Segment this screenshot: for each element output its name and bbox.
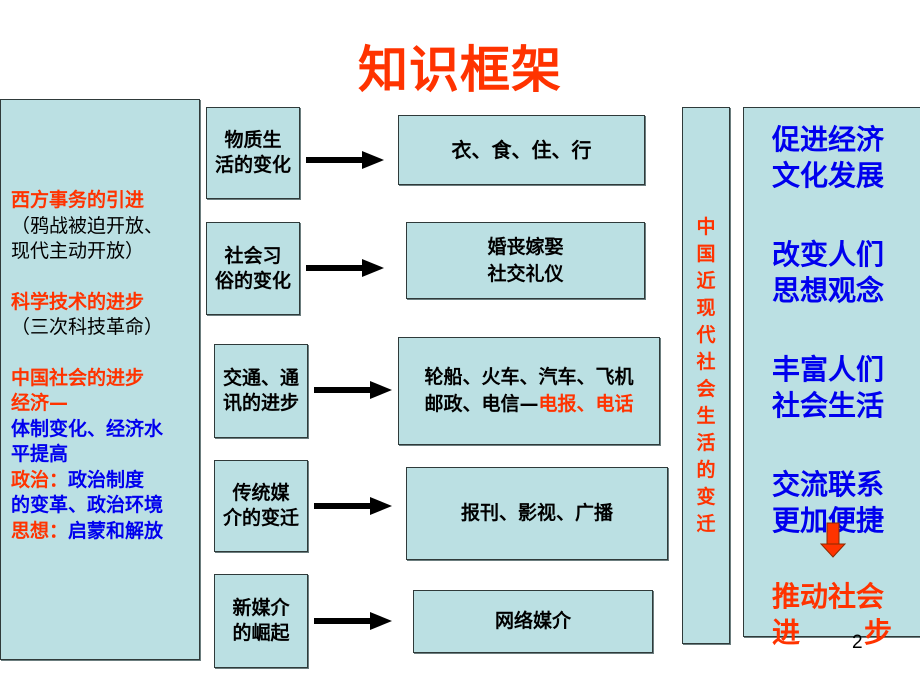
arrow-right-icon [314, 612, 392, 630]
arrow-right-icon [314, 497, 392, 515]
result-box-marriage-etiquette: 婚丧嫁娶社交礼仪 [406, 222, 645, 299]
effect-economy-culture: 促进经济文化发展 [772, 123, 885, 192]
result-box-internet-media: 网络媒介 [413, 590, 653, 653]
arrow-down-icon [820, 522, 846, 558]
topic-box-traditional-media: 传统媒介的变迁 [214, 460, 308, 552]
politics-label: 政治： [11, 468, 69, 491]
economy-detail-2: 平提高 [11, 443, 69, 465]
thought-label: 思想： [11, 519, 69, 542]
topic-box-social-customs: 社会习俗的变化 [206, 222, 300, 315]
cause-western-detail-2: 现代主动开放） [11, 240, 145, 262]
thought-detail: 启蒙和解放 [68, 519, 164, 542]
cause-western-heading: 西方事务的引进 [11, 189, 145, 211]
cause-tech-detail: （三次科技革命） [11, 316, 164, 338]
politics-detail-1: 政治制度 [68, 468, 145, 491]
topic-box-material-life: 物质生活的变化 [206, 107, 300, 199]
topic-box-transport-comm: 交通、通讯的进步 [214, 344, 308, 438]
right-panel-effects: 促进经济文化发展 改变人们思想观念 丰富人们社会生活 交流联系更加便捷 推动社会… [743, 107, 920, 649]
result-box-vehicles-telecom: 轮船、火车、汽车、飞机 邮政、电信—电报、电话 [398, 337, 660, 445]
economy-label: 经济— [11, 392, 69, 414]
cause-china-heading: 中国社会的进步 [11, 366, 145, 389]
result-box-press-film-radio: 报刊、影视、广播 [406, 467, 668, 560]
page-number: 2 [852, 632, 863, 653]
arrow-right-icon [306, 259, 384, 277]
page-title: 知识框架 [358, 41, 562, 99]
result-box-clothing-food-housing-travel: 衣、食、住、行 [398, 115, 645, 185]
economy-detail-1: 体制变化、经济水 [11, 417, 164, 440]
effect-social-life: 丰富人们社会生活 [772, 353, 885, 422]
conclusion-social-progress: 推动社会 进步 [772, 580, 892, 649]
effect-communication: 交流联系更加便捷 [772, 468, 885, 537]
vertical-label-modern-social-life-changes: 中国近 现代社 会生活 的变迁 [682, 107, 730, 644]
politics-detail-2: 的变革、政治环境 [11, 494, 164, 516]
arrow-right-icon [306, 151, 384, 169]
arrow-right-icon [314, 381, 392, 399]
topic-box-new-media: 新媒介的崛起 [214, 574, 308, 668]
cause-tech-heading: 科学技术的进步 [11, 290, 145, 313]
left-panel-causes: 西方事务的引进 （鸦战被迫开放、 现代主动开放） 科学技术的进步 （三次科技革命… [0, 99, 200, 660]
effect-ideas: 改变人们思想观念 [772, 238, 885, 307]
cause-western-detail-1: （鸦战被迫开放、 [11, 214, 164, 237]
